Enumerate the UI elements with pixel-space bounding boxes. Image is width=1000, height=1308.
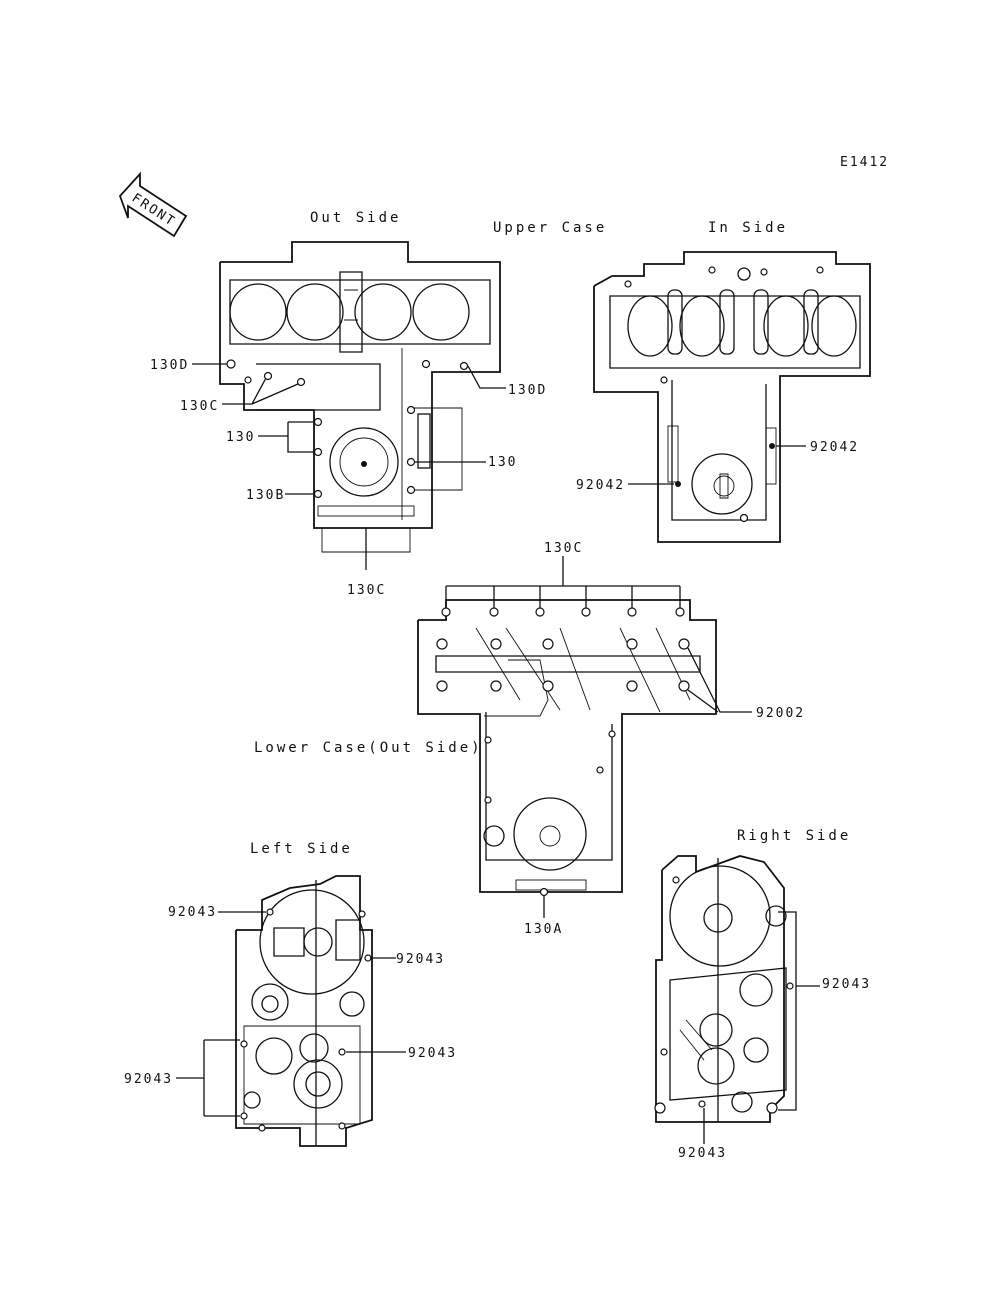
callout-130b: 130B	[246, 488, 285, 503]
callout-130-right: 130	[488, 455, 517, 470]
title-out-side: Out Side	[310, 210, 401, 226]
title-left-side: Left Side	[250, 841, 353, 857]
callout-92042-right: 92042	[810, 440, 859, 455]
callout-92043-right-side-bottom: 92043	[678, 1146, 727, 1161]
callout-92002: 92002	[756, 706, 805, 721]
callout-130a: 130A	[524, 922, 563, 937]
lower-case-drawing	[417, 556, 752, 918]
title-lower-case: Lower Case(Out Side)	[254, 740, 483, 756]
title-right-side: Right Side	[737, 828, 851, 844]
right-side-drawing	[654, 855, 820, 1144]
callout-130c-left: 130C	[180, 399, 219, 414]
left-side-drawing	[176, 875, 406, 1147]
title-upper-case: Upper Case	[493, 220, 607, 236]
front-arrow-icon: FRONT	[118, 171, 188, 238]
title-in-side: In Side	[708, 220, 788, 236]
callout-92043-left-side-right: 92043	[408, 1046, 457, 1061]
callout-92043-left-side-mid: 92043	[396, 952, 445, 967]
callout-130-left: 130	[226, 430, 255, 445]
callout-130d-right: 130D	[508, 383, 547, 398]
callout-92043-left-side-left: 92043	[124, 1072, 173, 1087]
upper-case-in-side-drawing	[593, 251, 871, 543]
callout-92043-right-side-right: 92043	[822, 977, 871, 992]
callout-92042-left: 92042	[576, 478, 625, 493]
upper-case-out-side-drawing	[192, 241, 506, 570]
callout-130c-bottom: 130C	[347, 583, 386, 598]
figure-code: E1412	[840, 155, 889, 170]
callout-130d-left: 130D	[150, 358, 189, 373]
callout-130c-lower-top: 130C	[544, 541, 583, 556]
callout-92043-left-side-top: 92043	[168, 905, 217, 920]
